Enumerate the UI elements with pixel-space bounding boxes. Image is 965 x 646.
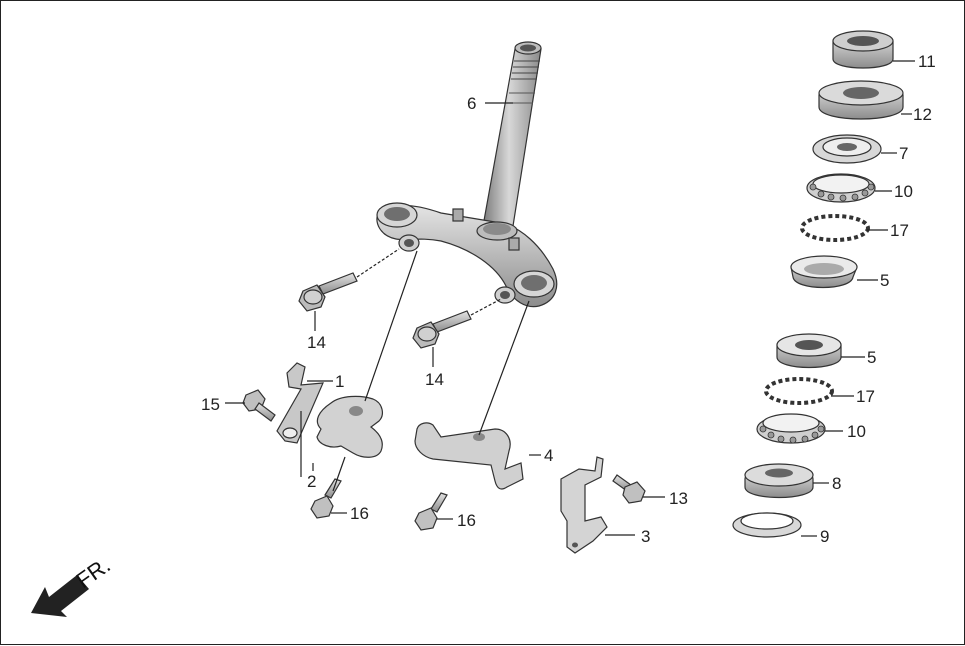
callout-1: 1: [335, 372, 344, 391]
bolt-16-right-part: [414, 492, 448, 531]
callout-3: 3: [641, 527, 650, 546]
callout-17-lower: 17: [856, 387, 875, 406]
part-9-dust-seal: [732, 512, 802, 538]
callout-16-left: 16: [350, 504, 369, 523]
callout-10-upper: 10: [894, 182, 913, 201]
callout-16-right: 16: [457, 511, 476, 530]
callout-10-lower: 10: [847, 422, 866, 441]
callout-17-upper: 17: [890, 221, 909, 240]
callout-12: 12: [913, 105, 932, 124]
assembly-lines: [300, 248, 530, 492]
front-direction-indicator: FR.: [31, 552, 115, 617]
callout-7: 7: [899, 144, 908, 163]
callout-6: 6: [467, 94, 476, 113]
bracket-part-4: [414, 422, 524, 490]
bolt-14-right-part: [412, 310, 472, 349]
bolt-14-left-part: [298, 272, 358, 312]
callout-14-right: 14: [425, 370, 444, 389]
part-12-nut: [818, 80, 904, 120]
callout-13: 13: [669, 489, 688, 508]
part-5-upper-race: [790, 255, 858, 289]
bolt-15-part: [242, 389, 276, 422]
part-17-lower-ball-ring: [764, 377, 834, 405]
callout-4: 4: [544, 446, 553, 465]
bracket-part-1: [276, 362, 324, 444]
part-10-lower-bearing-cage: [756, 413, 826, 444]
part-17-upper-ball-ring: [800, 214, 870, 242]
bracket-part-2: [316, 395, 383, 458]
part-5-lower-race: [776, 333, 842, 369]
callout-11: 11: [918, 52, 936, 71]
callout-15: 15: [201, 395, 220, 414]
callout-14-left: 14: [307, 333, 326, 352]
part-8-bottom-cone: [744, 463, 814, 499]
clip-part-3: [560, 456, 608, 554]
callout-5-lower: 5: [867, 348, 876, 367]
part-10-upper-bearing-cage: [806, 173, 876, 203]
bolt-13-part: [612, 474, 646, 504]
callout-5-upper: 5: [880, 271, 889, 290]
callout-9: 9: [820, 527, 829, 546]
steering-stem-part: [376, 41, 558, 308]
callout-labels: 6 11 12 7 10 17 5 5 17 10 8 9 14 14 1 15…: [201, 52, 936, 546]
callout-leaders: [225, 60, 915, 537]
part-7-top-cone: [812, 134, 882, 164]
part-11-lock-nut: [832, 30, 894, 69]
bolt-16-left-part: [310, 478, 342, 519]
callout-2: 2: [307, 472, 316, 491]
front-arrow-icon: [31, 575, 89, 617]
callout-8: 8: [832, 474, 841, 493]
